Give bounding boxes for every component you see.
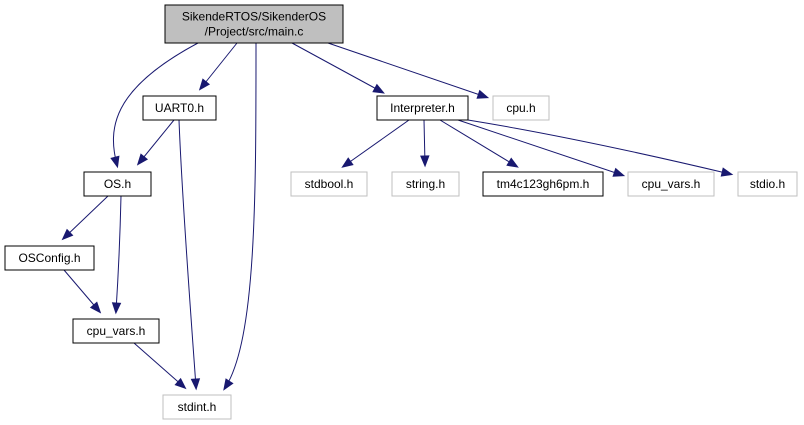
- node-interpreter[interactable]: Interpreter.h: [376, 95, 469, 121]
- edges-layer: [61, 42, 734, 391]
- edge-main-to-uart0: [198, 42, 238, 91]
- node-cpuvars_left[interactable]: cpu_vars.h: [72, 318, 160, 344]
- node-label: UART0.h: [155, 101, 204, 115]
- node-box: [627, 171, 715, 197]
- edge-line: [112, 42, 199, 166]
- edge-line: [178, 119, 197, 388]
- node-label: OS.h: [104, 177, 131, 191]
- edge-line: [291, 42, 383, 93]
- arrowhead-icon: [341, 157, 354, 168]
- edge-interpreter-to-cpuvars_right: [457, 119, 626, 177]
- edge-line: [115, 195, 122, 312]
- arrowhead-icon: [111, 302, 122, 315]
- edge-line: [439, 119, 517, 167]
- arrowhead-icon: [61, 228, 74, 241]
- node-box: [142, 95, 217, 121]
- edge-interpreter-to-stdio: [467, 119, 734, 177]
- arrowhead-icon: [476, 89, 490, 99]
- edge-osconfig-to-cpuvars_left: [63, 269, 102, 314]
- node-label: cpu.h: [506, 101, 535, 115]
- arrowhead-icon: [223, 378, 234, 391]
- edge-line: [343, 119, 410, 167]
- node-label: tm4c123gh6pm.h: [497, 177, 590, 191]
- node-box: [83, 171, 152, 197]
- arrowhead-icon: [89, 301, 102, 314]
- edge-main-to-stdint: [223, 42, 257, 391]
- edge-main-to-os: [110, 42, 199, 169]
- node-tm4c[interactable]: tm4c123gh6pm.h: [482, 171, 604, 197]
- node-uart0[interactable]: UART0.h: [142, 95, 217, 121]
- arrowhead-icon: [174, 377, 187, 390]
- nodes-layer: SikendeRTOS/SikenderOS/Project/src/main.…: [4, 4, 798, 420]
- edge-line: [467, 119, 731, 175]
- edge-main-to-interpreter: [291, 42, 385, 94]
- edge-os-to-cpuvars_left: [111, 195, 122, 315]
- edge-main-to-cpu: [327, 42, 490, 99]
- node-osconfig[interactable]: OSConfig.h: [4, 245, 95, 271]
- edge-uart0-to-stdint: [178, 119, 201, 391]
- node-stdbool: stdbool.h: [290, 171, 368, 197]
- node-box: [492, 95, 550, 121]
- edge-cpuvars_left-to-stdint: [133, 342, 187, 390]
- edge-interpreter-to-tm4c: [439, 119, 519, 168]
- node-box: [4, 245, 95, 271]
- node-label: stdbool.h: [305, 177, 354, 191]
- arrowhead-icon: [372, 83, 385, 94]
- edge-line: [200, 42, 238, 89]
- arrowhead-icon: [190, 378, 201, 391]
- node-label: stdio.h: [750, 177, 785, 191]
- node-string: string.h: [391, 171, 460, 197]
- node-box: [72, 318, 160, 344]
- arrowhead-icon: [420, 155, 430, 168]
- node-box: [162, 394, 232, 420]
- node-label: SikendeRTOS/SikenderOS: [182, 10, 326, 24]
- node-main[interactable]: SikendeRTOS/SikenderOS/Project/src/main.…: [164, 4, 344, 44]
- node-box: [164, 4, 344, 44]
- node-label: OSConfig.h: [18, 251, 80, 265]
- node-box: [482, 171, 604, 197]
- edge-uart0-to-os: [136, 119, 175, 166]
- node-stdint: stdint.h: [162, 394, 232, 420]
- node-label: string.h: [406, 177, 445, 191]
- edge-line: [457, 119, 623, 176]
- node-cpu: cpu.h: [492, 95, 550, 121]
- node-box: [290, 171, 368, 197]
- node-os[interactable]: OS.h: [83, 171, 152, 197]
- arrowhead-icon: [720, 167, 734, 177]
- edge-interpreter-to-string: [420, 119, 430, 168]
- edge-interpreter-to-stdbool: [341, 119, 410, 168]
- arrowhead-icon: [506, 157, 519, 168]
- edge-line: [63, 269, 100, 312]
- node-stdio: stdio.h: [737, 171, 798, 197]
- edge-line: [63, 195, 109, 239]
- edge-os-to-osconfig: [61, 195, 109, 241]
- arrowhead-icon: [110, 155, 120, 169]
- edge-line: [133, 342, 185, 388]
- node-label: cpu_vars.h: [642, 177, 701, 191]
- node-label: Interpreter.h: [390, 101, 455, 115]
- node-cpuvars_right: cpu_vars.h: [627, 171, 715, 197]
- edge-line: [224, 42, 257, 389]
- arrowhead-icon: [198, 78, 211, 91]
- node-box: [391, 171, 460, 197]
- edge-line: [327, 42, 487, 98]
- node-label: stdint.h: [178, 400, 217, 414]
- node-label: /Project/src/main.c: [205, 25, 304, 39]
- edge-line: [138, 119, 175, 164]
- node-label: cpu_vars.h: [87, 324, 146, 338]
- arrowhead-icon: [136, 153, 149, 166]
- arrowhead-icon: [612, 167, 626, 177]
- node-box: [376, 95, 469, 121]
- node-box: [737, 171, 798, 197]
